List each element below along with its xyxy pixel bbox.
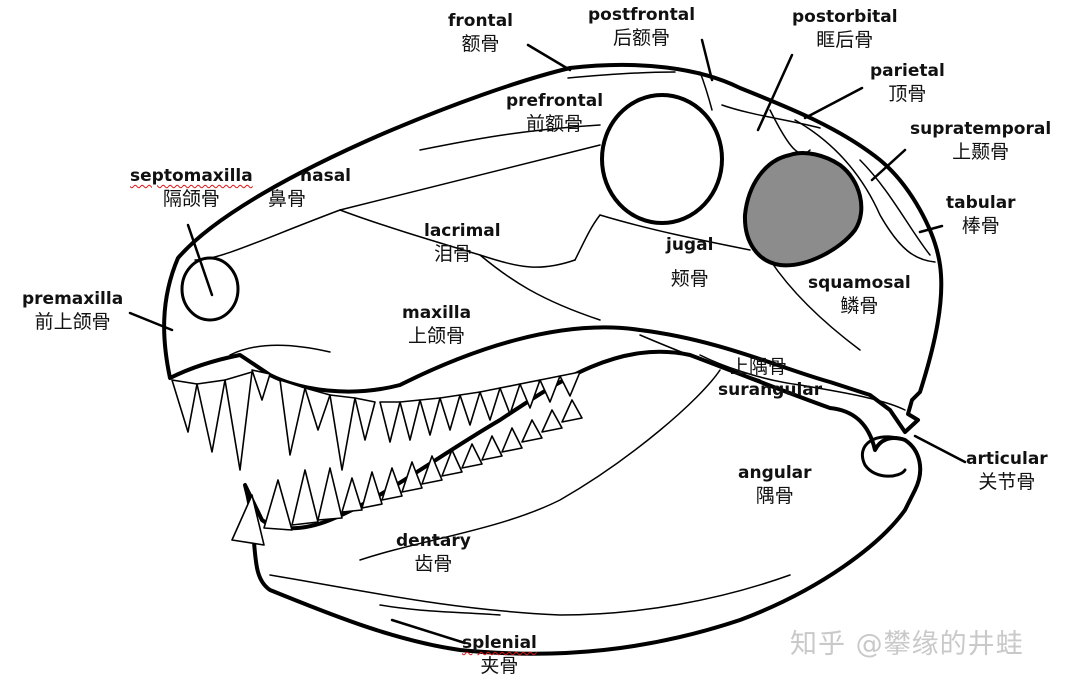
label-lacrimal: lacrimal 泪骨 (424, 220, 501, 266)
postfrontal-en: postfrontal (588, 5, 696, 25)
watermark: 知乎 @攀缘的井蛙 (790, 629, 1024, 660)
lacrimal-zh: 泪骨 (434, 243, 473, 265)
label-jugal: jugal 颊骨 (666, 228, 713, 296)
label-squamosal: squamosal 鳞骨 (808, 272, 911, 318)
premaxilla-en: premaxilla (22, 289, 124, 309)
splenial-en: splenial (462, 633, 537, 653)
squamosal-zh: 鳞骨 (840, 295, 879, 317)
surangular-en: surangular (718, 380, 823, 400)
label-splenial: splenial 夹骨 (462, 632, 537, 678)
maxilla-zh: 上颌骨 (408, 325, 466, 347)
septomaxilla-zh: 隔颌骨 (162, 188, 220, 210)
postorbital-zh: 眶后骨 (816, 29, 874, 51)
tabular-zh: 棒骨 (961, 215, 1000, 237)
supratemporal-en: supratemporal (910, 119, 1052, 139)
angular-en: angular (738, 463, 812, 483)
nasal-zh: 鼻骨 (268, 188, 307, 210)
dentary-en: dentary (396, 531, 471, 551)
leader-frontal (526, 43, 572, 72)
orbit (600, 93, 724, 225)
jugal-en: jugal (666, 235, 714, 255)
leader-articular (913, 434, 967, 464)
parietal-zh: 顶骨 (888, 83, 927, 105)
dentary-zh: 齿骨 (414, 553, 453, 575)
leader-postfrontal (700, 38, 714, 82)
squamosal-en: squamosal (808, 273, 911, 293)
leader-parietal (803, 86, 864, 120)
nasal-en: nasal (300, 166, 351, 186)
premaxilla-zh: 前上颌骨 (34, 311, 111, 333)
label-prefrontal: prefrontal 前额骨 (506, 90, 603, 136)
leader-premaxilla (128, 311, 174, 332)
articular-en: articular (966, 449, 1048, 469)
label-maxilla: maxilla 上颌骨 (402, 302, 471, 348)
supratemporal-zh: 上颞骨 (952, 141, 1010, 163)
label-premaxilla: premaxilla 前上颌骨 (22, 288, 123, 334)
label-parietal: parietal 顶骨 (870, 60, 945, 106)
label-dentary: dentary 齿骨 (396, 530, 471, 576)
label-postorbital: postorbital 眶后骨 (792, 6, 898, 52)
label-tabular: tabular 棒骨 (946, 192, 1016, 238)
upper-teeth (171, 369, 581, 471)
label-frontal: frontal 额骨 (448, 10, 513, 56)
angular-zh: 隅骨 (755, 485, 794, 507)
prefrontal-zh: 前额骨 (526, 113, 584, 135)
label-surangular: 上隅骨 surangular (718, 356, 822, 402)
frontal-en: frontal (448, 11, 513, 31)
label-septomaxilla: septomaxilla 隔颌骨 (130, 165, 253, 211)
jugal-zh: 颊骨 (670, 268, 709, 290)
lacrimal-en: lacrimal (424, 221, 501, 241)
label-articular: articular 关节骨 (966, 448, 1048, 494)
septomaxilla-en: septomaxilla (130, 166, 253, 186)
articular-zh: 关节骨 (978, 471, 1036, 493)
articular-joint (861, 435, 907, 478)
prefrontal-en: prefrontal (506, 91, 604, 111)
leader-splenial (390, 618, 467, 645)
label-postfrontal: postfrontal 后额骨 (588, 4, 695, 50)
leader-septomaxilla (186, 223, 214, 297)
leader-tabular (918, 224, 944, 234)
leader-supratemporal (870, 148, 907, 182)
postfrontal-zh: 后额骨 (613, 27, 671, 49)
label-nasal: nasal 鼻骨 (268, 165, 351, 211)
frontal-zh: 额骨 (461, 33, 500, 55)
postorbital-en: postorbital (792, 7, 898, 27)
label-angular: angular 隅骨 (738, 462, 812, 508)
label-supratemporal: supratemporal 上颞骨 (910, 118, 1051, 164)
splenial-zh: 夹骨 (480, 655, 519, 677)
temporal-fenestra (742, 151, 864, 268)
surangular-zh: 上隅骨 (730, 356, 788, 378)
tabular-en: tabular (946, 193, 1016, 213)
leader-postorbital (756, 53, 794, 132)
lower-teeth (231, 399, 583, 546)
maxilla-en: maxilla (402, 303, 472, 323)
parietal-en: parietal (870, 61, 945, 81)
